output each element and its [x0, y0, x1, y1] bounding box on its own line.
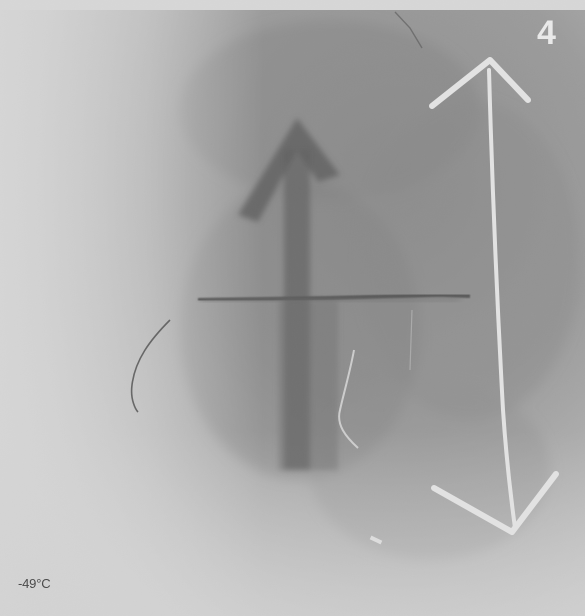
corner-label: 4 [537, 14, 556, 53]
temperature-label: -49°C [18, 576, 50, 591]
